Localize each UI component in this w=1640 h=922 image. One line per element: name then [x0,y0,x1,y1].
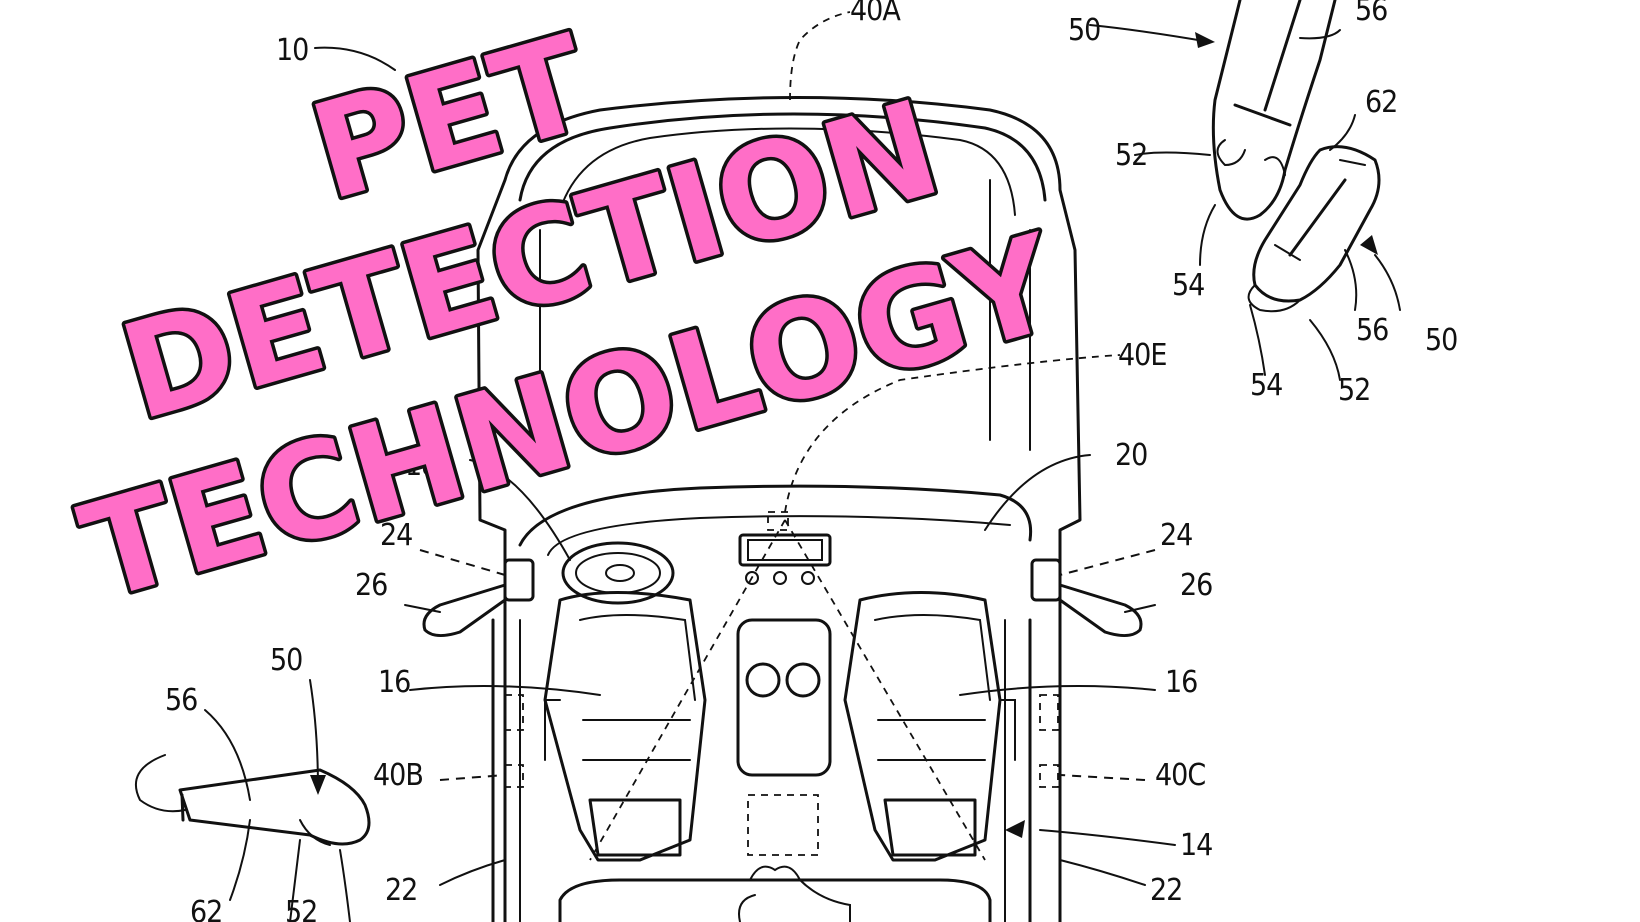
label-52-left: 52 [285,895,317,922]
label-22-left: 22 [385,873,417,908]
label-50-mid: 50 [1425,323,1457,358]
label-54-mid: 54 [1250,368,1282,403]
label-10: 10 [276,33,308,68]
vehicle-outline [476,96,1082,922]
label-62-mid: 62 [1365,85,1397,120]
label-54-top: 54 [1172,268,1204,303]
mirror-left [422,558,535,637]
label-40c: 40C [1155,758,1205,793]
label-26-right: 26 [1180,568,1212,603]
label-16-left: 16 [378,665,410,700]
label-16-right: 16 [1165,665,1197,700]
reference-numerals: 10 40A 50 56 52 54 62 56 50 54 52 40E 20… [165,0,1458,922]
label-22-right: 22 [1150,873,1182,908]
label-56-top: 56 [1355,0,1387,28]
label-50-top: 50 [1068,13,1100,48]
label-24-right: 24 [1160,518,1192,553]
label-24-left: 24 [380,518,412,553]
center-display [738,533,832,585]
label-50-left: 50 [270,643,302,678]
mirror-right [1030,558,1143,637]
label-18: 18 [405,448,437,483]
label-40b: 40B [373,758,423,793]
sensor-40c-box [1039,764,1059,788]
arrowheads [310,32,1378,838]
label-56-mid: 56 [1356,313,1388,348]
seat-right [843,591,1016,862]
label-40a: 40A [850,0,901,28]
center-console [736,618,832,856]
door-sensor-right [1039,694,1059,731]
pet-on-rear-seat [738,865,851,922]
label-20: 20 [1115,438,1147,473]
seat-left [543,591,707,862]
label-56-left: 56 [165,683,197,718]
label-14: 14 [1180,828,1212,863]
label-52-mid: 52 [1338,373,1370,408]
pet-figure-top [1211,0,1337,221]
pet-figure-bottom-left [135,754,371,922]
pet-figure-middle [1247,145,1381,313]
label-26-left: 26 [355,568,387,603]
label-40e: 40E [1118,338,1166,373]
label-52-top: 52 [1115,138,1147,173]
sensor-cones [589,11,1121,861]
label-62-left: 62 [190,895,222,922]
